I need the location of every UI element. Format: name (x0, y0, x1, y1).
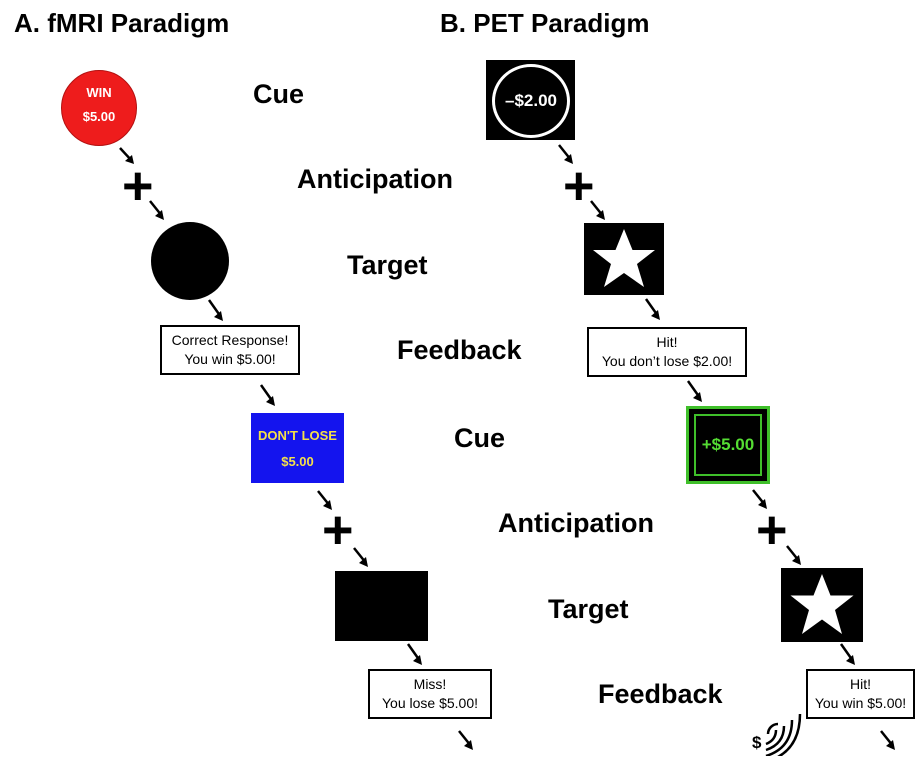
gain-cue-square: +$5.00 (686, 406, 770, 484)
fixation-cross-b2: + (756, 500, 788, 560)
feedback-a2-line1: Miss! (413, 676, 447, 692)
dont-lose-cue-amount: $5.00 (281, 454, 314, 469)
gain-cue-inner-frame: +$5.00 (694, 414, 762, 476)
fixation-cross-a1: + (122, 156, 154, 216)
stage-label-target-2: Target (548, 594, 629, 624)
win-cue-amount: $5.00 (82, 109, 116, 124)
feedback-box-b1: Hit! You don’t lose $2.00! (587, 327, 747, 377)
feedback-a1-line1: Correct Response! (171, 332, 289, 348)
feedback-box-a1: Correct Response! You win $5.00! (160, 325, 300, 375)
feedback-b1-line1: Hit! (656, 334, 678, 350)
panel-b-heading: B. PET Paradigm (440, 8, 650, 38)
arrow-icon (119, 147, 134, 164)
gain-cue-amount: +$5.00 (701, 435, 755, 454)
arrow-icon (752, 489, 767, 509)
arrow-icon (207, 299, 223, 321)
sound-dollar-symbol: $ (752, 733, 762, 752)
star-target-icon (781, 568, 863, 642)
feedback-a2-line2: You lose $5.00! (381, 695, 478, 711)
feedback-b2-line1: Hit! (850, 676, 871, 692)
arrow-icon (317, 490, 332, 510)
feedback-b2-line2: You win $5.00! (814, 695, 907, 711)
stage-label-anticipation-2: Anticipation (498, 508, 654, 538)
arrow-icon (353, 547, 368, 567)
feedback-a1-line2: You win $5.00! (184, 351, 276, 367)
stage-label-anticipation-1: Anticipation (297, 164, 453, 194)
arrow-icon (458, 730, 473, 750)
arrow-icon (786, 545, 801, 565)
stage-label-feedback-2: Feedback (598, 679, 723, 709)
arrow-icon (839, 643, 855, 665)
win-cue-circle: WIN $5.00 (61, 70, 137, 146)
arrow-icon (590, 200, 605, 220)
arrow-icon (149, 200, 164, 220)
stage-label-cue-1: Cue (253, 79, 305, 109)
sound-wave-icon (765, 713, 802, 756)
star-target-icon (584, 223, 664, 295)
stage-label-feedback-1: Feedback (397, 335, 522, 365)
panel-a-heading: A. fMRI Paradigm (14, 8, 230, 38)
arrow-icon (406, 643, 422, 665)
fixation-cross-a2: + (322, 500, 354, 560)
stage-label-cue-2: Cue (454, 423, 506, 453)
feedback-box-b2: Hit! You win $5.00! (806, 669, 915, 719)
feedback-b1-line2: You don’t lose $2.00! (601, 353, 733, 369)
fixation-cross-b1: + (563, 156, 595, 216)
arrow-icon (558, 144, 573, 164)
feedback-box-a2: Miss! You lose $5.00! (368, 669, 492, 719)
dont-lose-cue-label: DON'T LOSE (258, 428, 337, 443)
arrow-icon (880, 730, 895, 750)
arrow-icon (686, 380, 702, 402)
arrow-icon (644, 298, 660, 320)
dont-lose-cue-rect: DON'T LOSE $5.00 (251, 413, 344, 483)
arrow-icon (259, 384, 275, 406)
win-cue-label: WIN (86, 85, 112, 100)
target-circle (151, 222, 229, 300)
stage-label-target-1: Target (347, 250, 428, 280)
loss-cue-square: –$2.00 (486, 60, 575, 140)
target-rectangle (335, 571, 428, 641)
loss-cue-amount: –$2.00 (505, 91, 557, 110)
loss-cue-ring: –$2.00 (492, 64, 570, 138)
